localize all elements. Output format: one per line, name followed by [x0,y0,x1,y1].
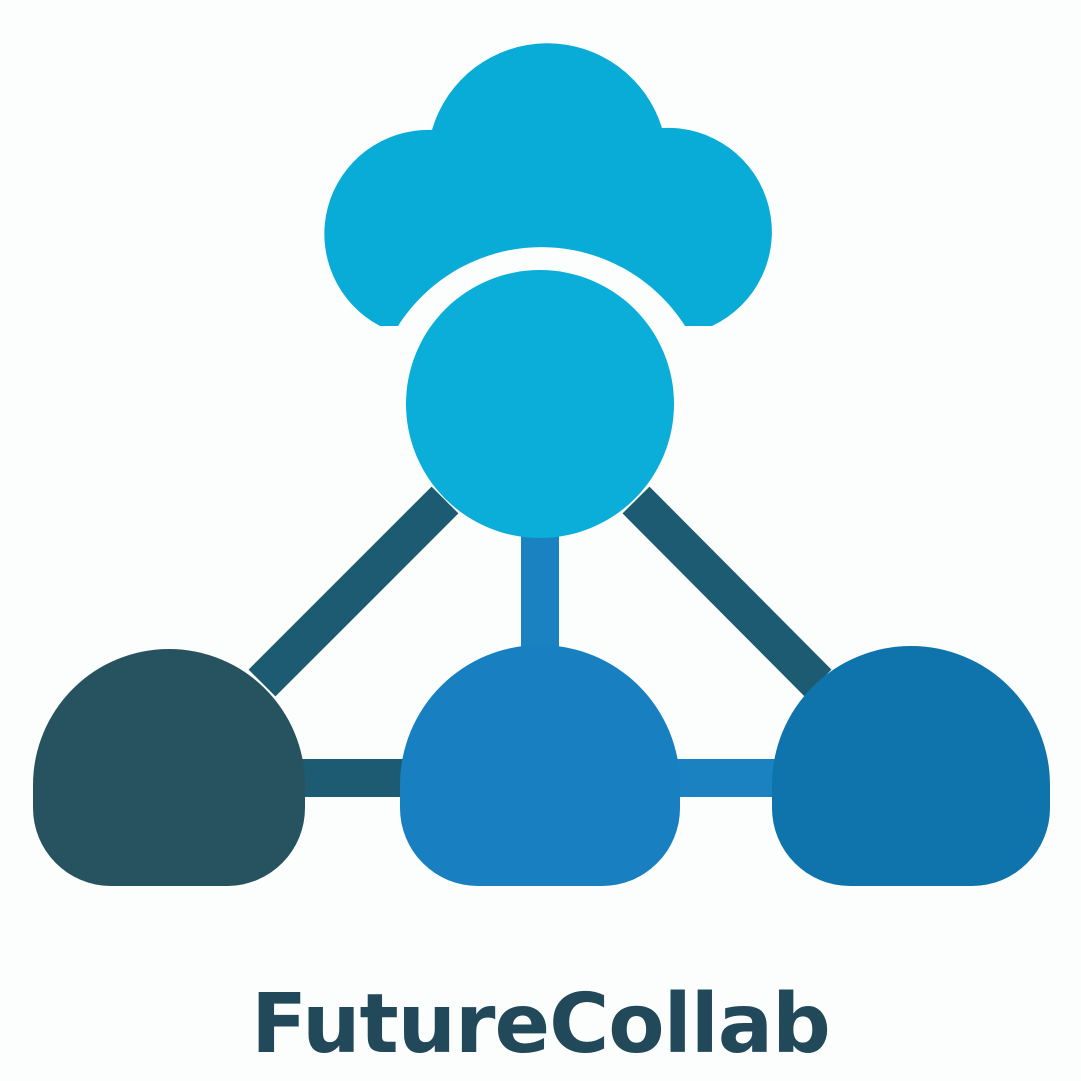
link-hub-left [248,486,459,697]
right-node [772,646,1050,886]
cloud-icon [324,43,772,327]
link-hub-right [622,486,832,697]
center-node [400,645,680,886]
hub-node [406,270,674,538]
brand-name: FutureCollab [251,977,831,1072]
left-node [33,649,306,886]
